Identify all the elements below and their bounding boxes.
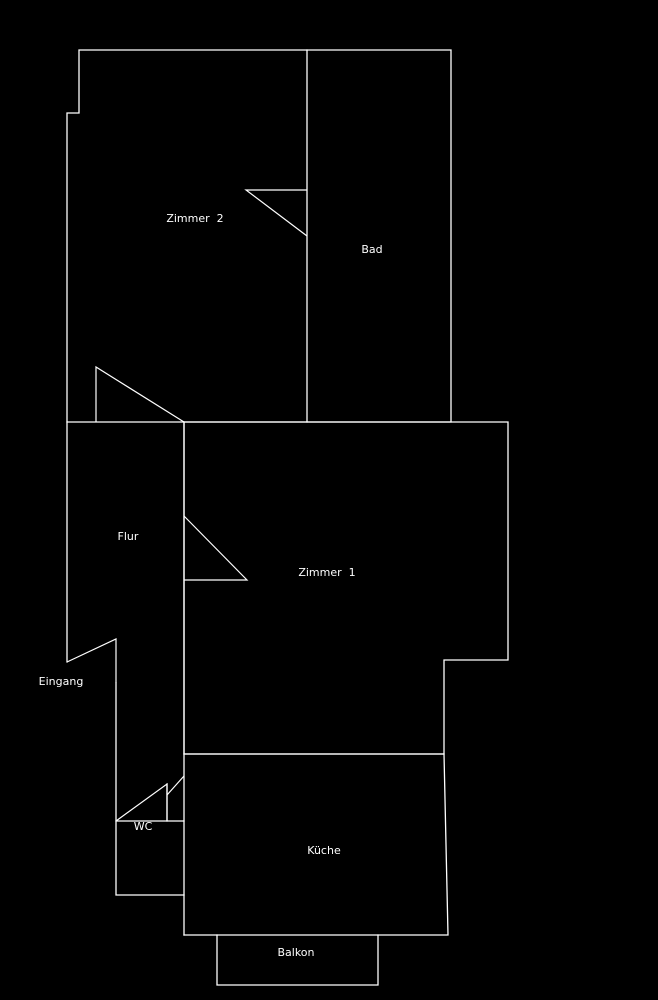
door-eingang xyxy=(66,638,117,683)
wall-flur-lower xyxy=(115,682,185,896)
label-zimmer2: Zimmer 2 xyxy=(166,212,223,225)
wall-zimmer2 xyxy=(66,49,308,423)
label-flur: Flur xyxy=(118,530,139,543)
label-bad: Bad xyxy=(361,243,382,256)
label-balkon: Balkon xyxy=(277,946,314,959)
wall-balkon xyxy=(216,934,379,986)
label-kueche: Küche xyxy=(307,844,341,857)
door-kueche xyxy=(166,775,185,796)
wall-zimmer1 xyxy=(183,421,509,755)
label-eingang: Eingang xyxy=(39,675,84,688)
door-zimmer1 xyxy=(183,515,249,581)
label-zimmer1: Zimmer 1 xyxy=(298,566,355,579)
room-labels: Zimmer 2 Bad Flur Zimmer 1 Eingang WC Kü… xyxy=(39,212,383,959)
label-wc: WC xyxy=(134,820,153,833)
door-zimmer2 xyxy=(95,365,185,423)
wall-kueche xyxy=(183,753,449,936)
doors xyxy=(66,189,308,822)
wall-bad xyxy=(306,49,452,423)
door-bad xyxy=(244,189,308,237)
walls xyxy=(66,49,509,986)
door-wc xyxy=(115,782,168,822)
